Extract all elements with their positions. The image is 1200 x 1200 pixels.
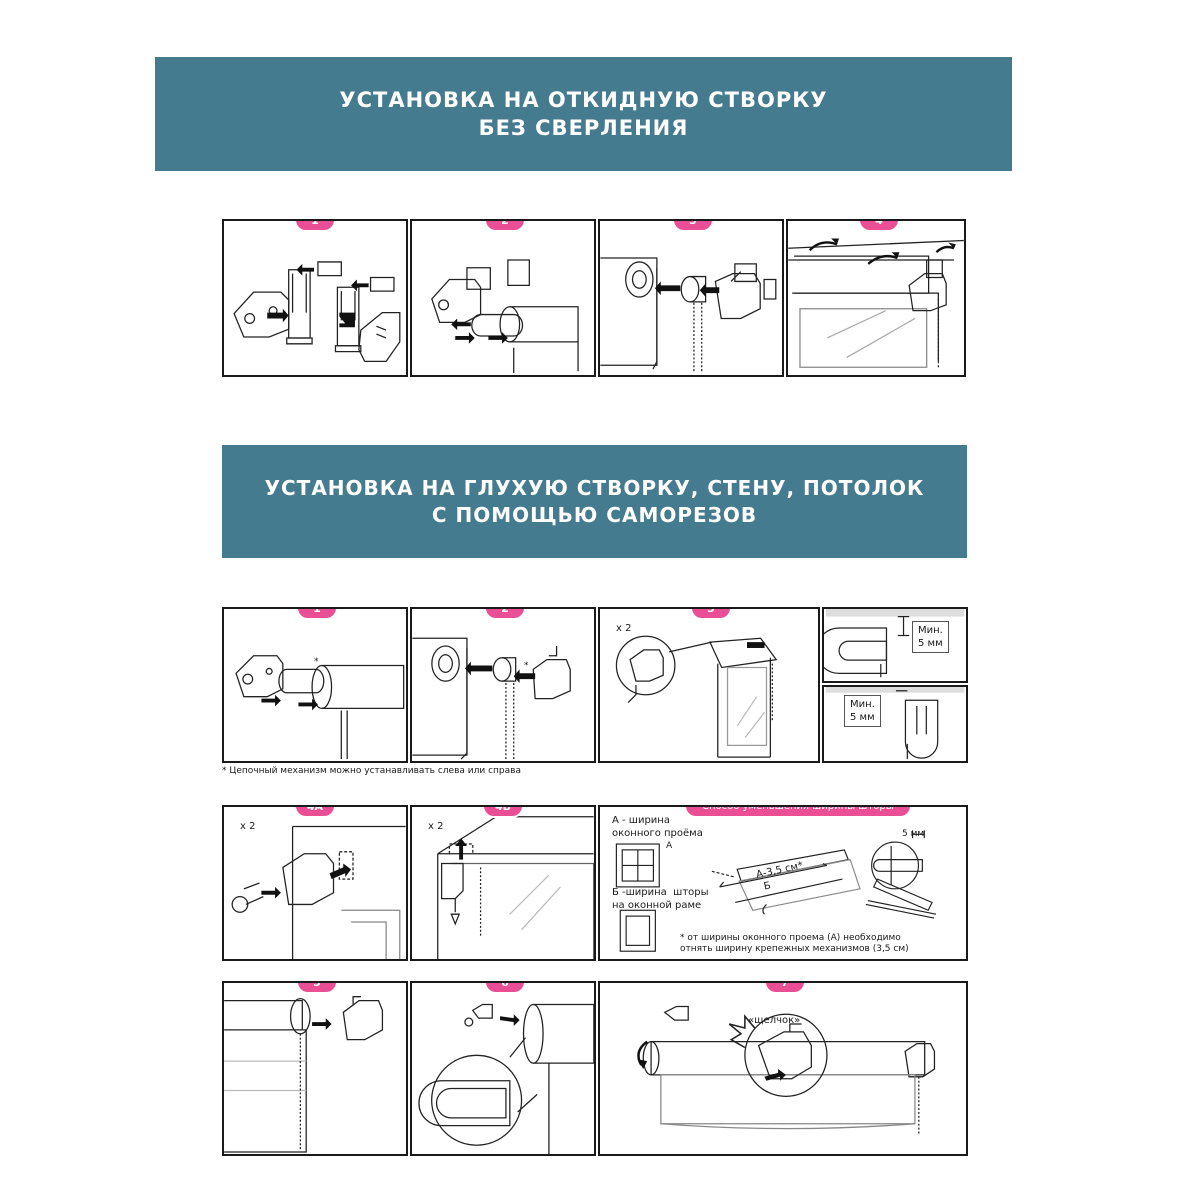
section-title-tilt-sash: УСТАНОВКА НА ОТКИДНУЮ СТВОРКУ БЕЗ СВЕРЛЕ… — [155, 57, 1012, 171]
clearance-side-panel: Мин. 5 мм — [822, 685, 968, 763]
min-clearance-top: Мин. 5 мм — [912, 621, 949, 653]
top-step1-panel: 1 — [222, 219, 408, 377]
roller-mount-illustration — [431, 259, 579, 374]
five-mm-label: 5 мм — [902, 829, 925, 839]
screw-step5-panel: 5 — [222, 981, 408, 1156]
step-badge-1: 1 — [294, 221, 336, 232]
installed-blind-illustration — [615, 635, 778, 758]
section-title-line2: С ПОМОЩЬЮ САМОРЕЗОВ — [431, 502, 758, 527]
quantity-x2: x 2 — [616, 623, 632, 634]
blind-width-label: Б -ширина шторы на оконной раме — [612, 887, 709, 911]
clearance-top-illustration — [824, 609, 965, 678]
bracket-assembly-illustration — [233, 261, 401, 362]
screw-step4a-panel: x 2 4А — [222, 805, 408, 961]
section-title-line1: УСТАНОВКА НА ГЛУХУЮ СТВОРКУ, СТЕНУ, ПОТО… — [264, 475, 925, 500]
width-footnote: * от ширины оконного проема (А) необходи… — [680, 933, 909, 955]
clearance-top-panel: Мин. 5 мм — [822, 607, 968, 683]
step-badge-s6: 6 — [484, 983, 526, 994]
screw-step1-panel: * 1 — [222, 607, 408, 763]
step-badge-s3: 3 — [690, 609, 732, 620]
cap-fit-illustration — [224, 996, 384, 1153]
quantity-x2-4a: x 2 — [240, 821, 256, 832]
screw-step7-panel: «щелчок» 7 — [598, 981, 968, 1156]
a-marker: А — [666, 841, 673, 851]
step-badge-3: 3 — [672, 221, 714, 232]
screw-step2-panel: * 2 — [410, 607, 596, 763]
min-clearance-side: Мин. 5 мм — [844, 695, 881, 727]
screw-step3-panel: x 2 3 — [598, 607, 820, 763]
width-method-badge: Способ уменьшения ширины шторы — [684, 807, 912, 818]
top-step4-panel: 4 — [786, 219, 966, 377]
ceiling-mount-illustration — [437, 816, 594, 959]
width-method-panel: А - ширина оконного проёма А Б -ширина ш… — [598, 805, 968, 961]
click-label: «щелчок» — [748, 1015, 801, 1026]
screw-step4b-panel: x 2 4Б — [410, 805, 596, 961]
section-title-screws: УСТАНОВКА НА ГЛУХУЮ СТВОРКУ, СТЕНУ, ПОТО… — [222, 445, 967, 558]
width-reduction-illustration — [615, 830, 937, 952]
mounted-blind-illustration — [788, 238, 964, 368]
asterisk-mark: * — [314, 657, 319, 667]
step-badge-s5: 5 — [296, 983, 338, 994]
step-badge-s4a: 4А — [294, 807, 336, 818]
asterisk-mark-2: * — [524, 661, 529, 671]
quantity-x2-4b: x 2 — [428, 821, 444, 832]
step-badge-s1: 1 — [296, 609, 338, 620]
step-badge-s4b: 4Б — [482, 807, 524, 818]
opening-width-label: А - ширина оконного проёма — [612, 815, 703, 839]
click-lock-illustration — [637, 1005, 936, 1136]
step-badge-s2: 2 — [484, 609, 526, 620]
cap-attach-illustration-2 — [412, 637, 571, 760]
top-step3-panel: 3 — [598, 219, 784, 377]
step-badge-s7: 7 — [764, 983, 806, 994]
section-title-line2: БЕЗ СВЕРЛЕНИЯ — [478, 116, 689, 140]
wall-mount-illustration — [231, 825, 406, 959]
chain-side-note: * Цепочный механизм можно устанавливать … — [222, 766, 521, 776]
section-title-line1: УСТАНОВКА НА ОТКИДНУЮ СТВОРКУ — [339, 87, 828, 112]
top-step2-panel: 2 — [410, 219, 596, 377]
clearance-side-illustration — [825, 687, 965, 760]
cap-attach-illustration — [600, 257, 777, 372]
step-badge-4: 4 — [858, 221, 900, 232]
screw-step6-panel: 6 — [410, 981, 596, 1156]
step-badge-2: 2 — [484, 221, 526, 232]
mechanism-close-up-illustration — [418, 1003, 594, 1154]
mechanism-insert-illustration — [235, 655, 405, 760]
